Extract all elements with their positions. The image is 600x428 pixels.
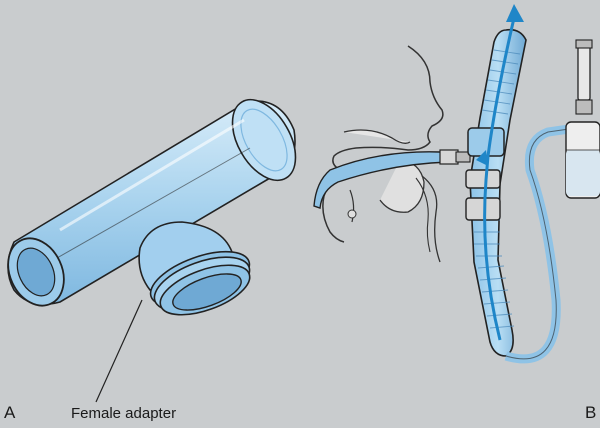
corrugated-hose bbox=[469, 28, 527, 357]
face-profile bbox=[322, 45, 444, 243]
tube-connector bbox=[439, 149, 459, 165]
flow-arrowhead-junction bbox=[476, 150, 488, 166]
flow-arrow bbox=[483, 17, 516, 341]
t-piece-a bbox=[7, 98, 297, 403]
tracheal-tube bbox=[313, 151, 450, 209]
female-adapter-leader bbox=[95, 299, 143, 403]
flow-arrowhead-top bbox=[506, 4, 524, 22]
flowmeter-tube bbox=[577, 43, 591, 101]
panel-a-label: A bbox=[4, 403, 16, 422]
female-adapter-opening bbox=[172, 273, 242, 311]
panel-b-label: B bbox=[585, 403, 597, 422]
gray-adapter-upper bbox=[465, 169, 501, 189]
patient-setup-b bbox=[313, 4, 600, 364]
female-adapter-label: Female adapter bbox=[71, 405, 177, 422]
gray-adapter-lower bbox=[465, 197, 501, 221]
